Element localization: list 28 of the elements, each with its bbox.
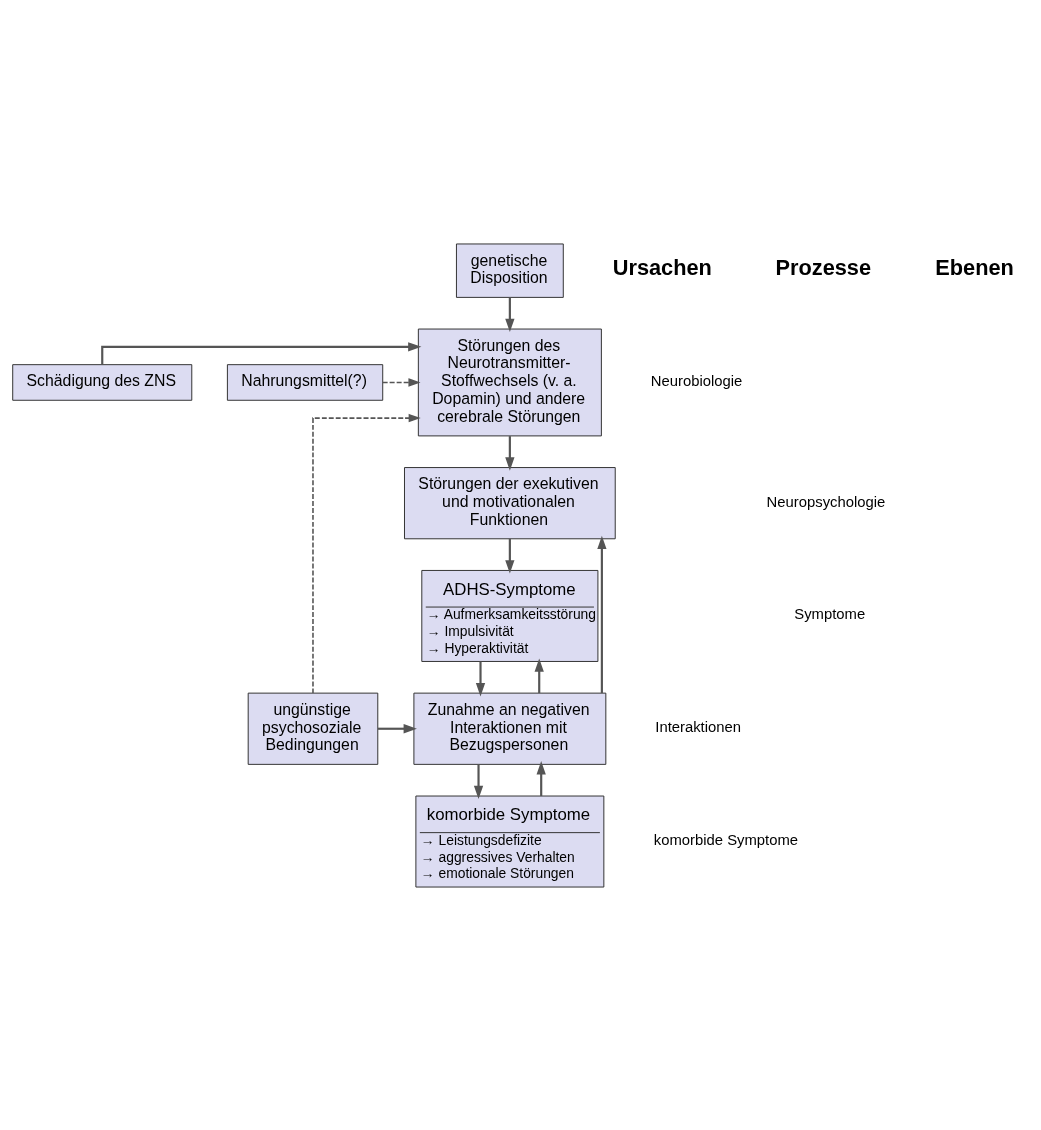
arrow (475, 661, 486, 696)
node-box: genetische Disposition (455, 242, 564, 298)
arrow (597, 535, 607, 693)
node-box: ungünstige psychosoziale Bedingungen (247, 692, 379, 765)
node-box: ADHS-Symptome → Aufmerksamkeitsstörung → Impulsivität → Hyperaktivität (421, 569, 599, 662)
label: Interaktionen (655, 718, 742, 735)
node-box: Störungen der exekutiven und motivationalen Funktionen (404, 466, 616, 539)
label: Prozesse (775, 254, 872, 280)
label: Symptome (794, 605, 866, 622)
arrow (536, 760, 546, 796)
label: Ursachen (612, 254, 712, 280)
arrow (505, 296, 515, 332)
node-box: komorbide Symptome → Leistungsdefizite → aggressives Verhalten → emotionale Störungen (415, 795, 605, 888)
arrow (378, 723, 417, 733)
label: komorbide Symptome (653, 831, 799, 848)
label: Ebenen (935, 254, 1014, 280)
arrow (473, 763, 484, 799)
label: Neurobiologie (650, 372, 743, 389)
arrow (505, 538, 515, 573)
node-box: Schädigung des ZNS (12, 363, 193, 401)
node-box: Störungen des Neurotransmitter-Stoffwechsels (v. a. Dopamin) und andere cerebrale Störungen (417, 328, 602, 436)
node-box: Nahrungsmittel(?) (226, 363, 384, 401)
arrow (382, 377, 421, 387)
arrow (505, 435, 515, 471)
arrow (312, 413, 421, 694)
label: Neuropsychologie (766, 493, 886, 510)
arrow (534, 657, 544, 693)
node-box: Zunahme an negativen Interaktionen mit Bezugspersonen (413, 692, 607, 765)
